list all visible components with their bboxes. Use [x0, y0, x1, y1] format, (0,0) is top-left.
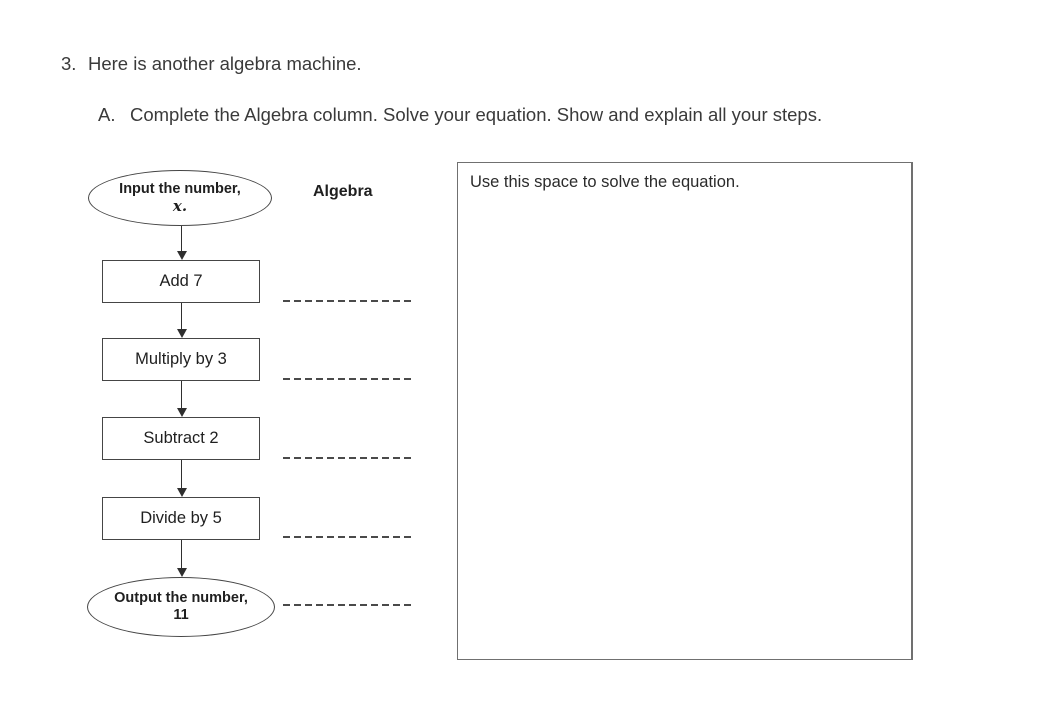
- question-part-line: A. Complete the Algebra column. Solve you…: [98, 103, 822, 127]
- arrow-head: [176, 329, 187, 338]
- arrow-shaft: [180, 381, 183, 410]
- flowchart-step-subtract: Subtract 2: [102, 417, 260, 460]
- arrow-shaft: [180, 540, 183, 570]
- flow-arrow-down-icon: [176, 226, 187, 260]
- arrow-head: [176, 251, 187, 260]
- input-oval-line1: Input the number,: [119, 181, 241, 197]
- question-line: 3. Here is another algebra machine.: [61, 52, 362, 76]
- part-label: A.: [98, 104, 116, 125]
- solve-work-area: Use this space to solve the equation.: [457, 162, 913, 660]
- flowchart-step-multiply: Multiply by 3: [102, 338, 260, 381]
- flowchart-output-oval: Output the number, 11: [87, 577, 275, 637]
- algebra-answer-blank-5: [283, 604, 414, 606]
- arrow-shaft: [180, 303, 183, 331]
- flow-arrow-down-icon: [176, 540, 187, 577]
- part-instructions: Complete the Algebra column. Solve your …: [130, 104, 823, 125]
- flowchart-input-oval: Input the number, x.: [88, 170, 272, 226]
- flow-arrow-down-icon: [176, 381, 187, 417]
- output-oval-value: 11: [173, 607, 189, 623]
- algebra-answer-blank-3: [283, 457, 414, 459]
- arrow-shaft: [180, 460, 183, 490]
- flow-arrow-down-icon: [176, 460, 187, 497]
- flowchart-step-divide: Divide by 5: [102, 497, 260, 540]
- algebra-column-header: Algebra: [313, 183, 373, 200]
- algebra-answer-blank-2: [283, 378, 414, 380]
- question-number: 3.: [61, 53, 77, 74]
- output-oval-line1: Output the number,: [114, 590, 248, 606]
- arrow-head: [176, 568, 187, 577]
- algebra-answer-blank-4: [283, 536, 414, 538]
- arrow-head: [176, 408, 187, 417]
- flowchart-step-add: Add 7: [102, 260, 260, 303]
- question-text: Here is another algebra machine.: [88, 53, 362, 74]
- arrow-shaft: [180, 226, 183, 253]
- arrow-head: [176, 488, 187, 497]
- solve-work-area-prompt: Use this space to solve the equation.: [470, 173, 740, 191]
- algebra-answer-blank-1: [283, 300, 414, 302]
- input-oval-variable: x.: [172, 197, 188, 215]
- flow-arrow-down-icon: [176, 303, 187, 338]
